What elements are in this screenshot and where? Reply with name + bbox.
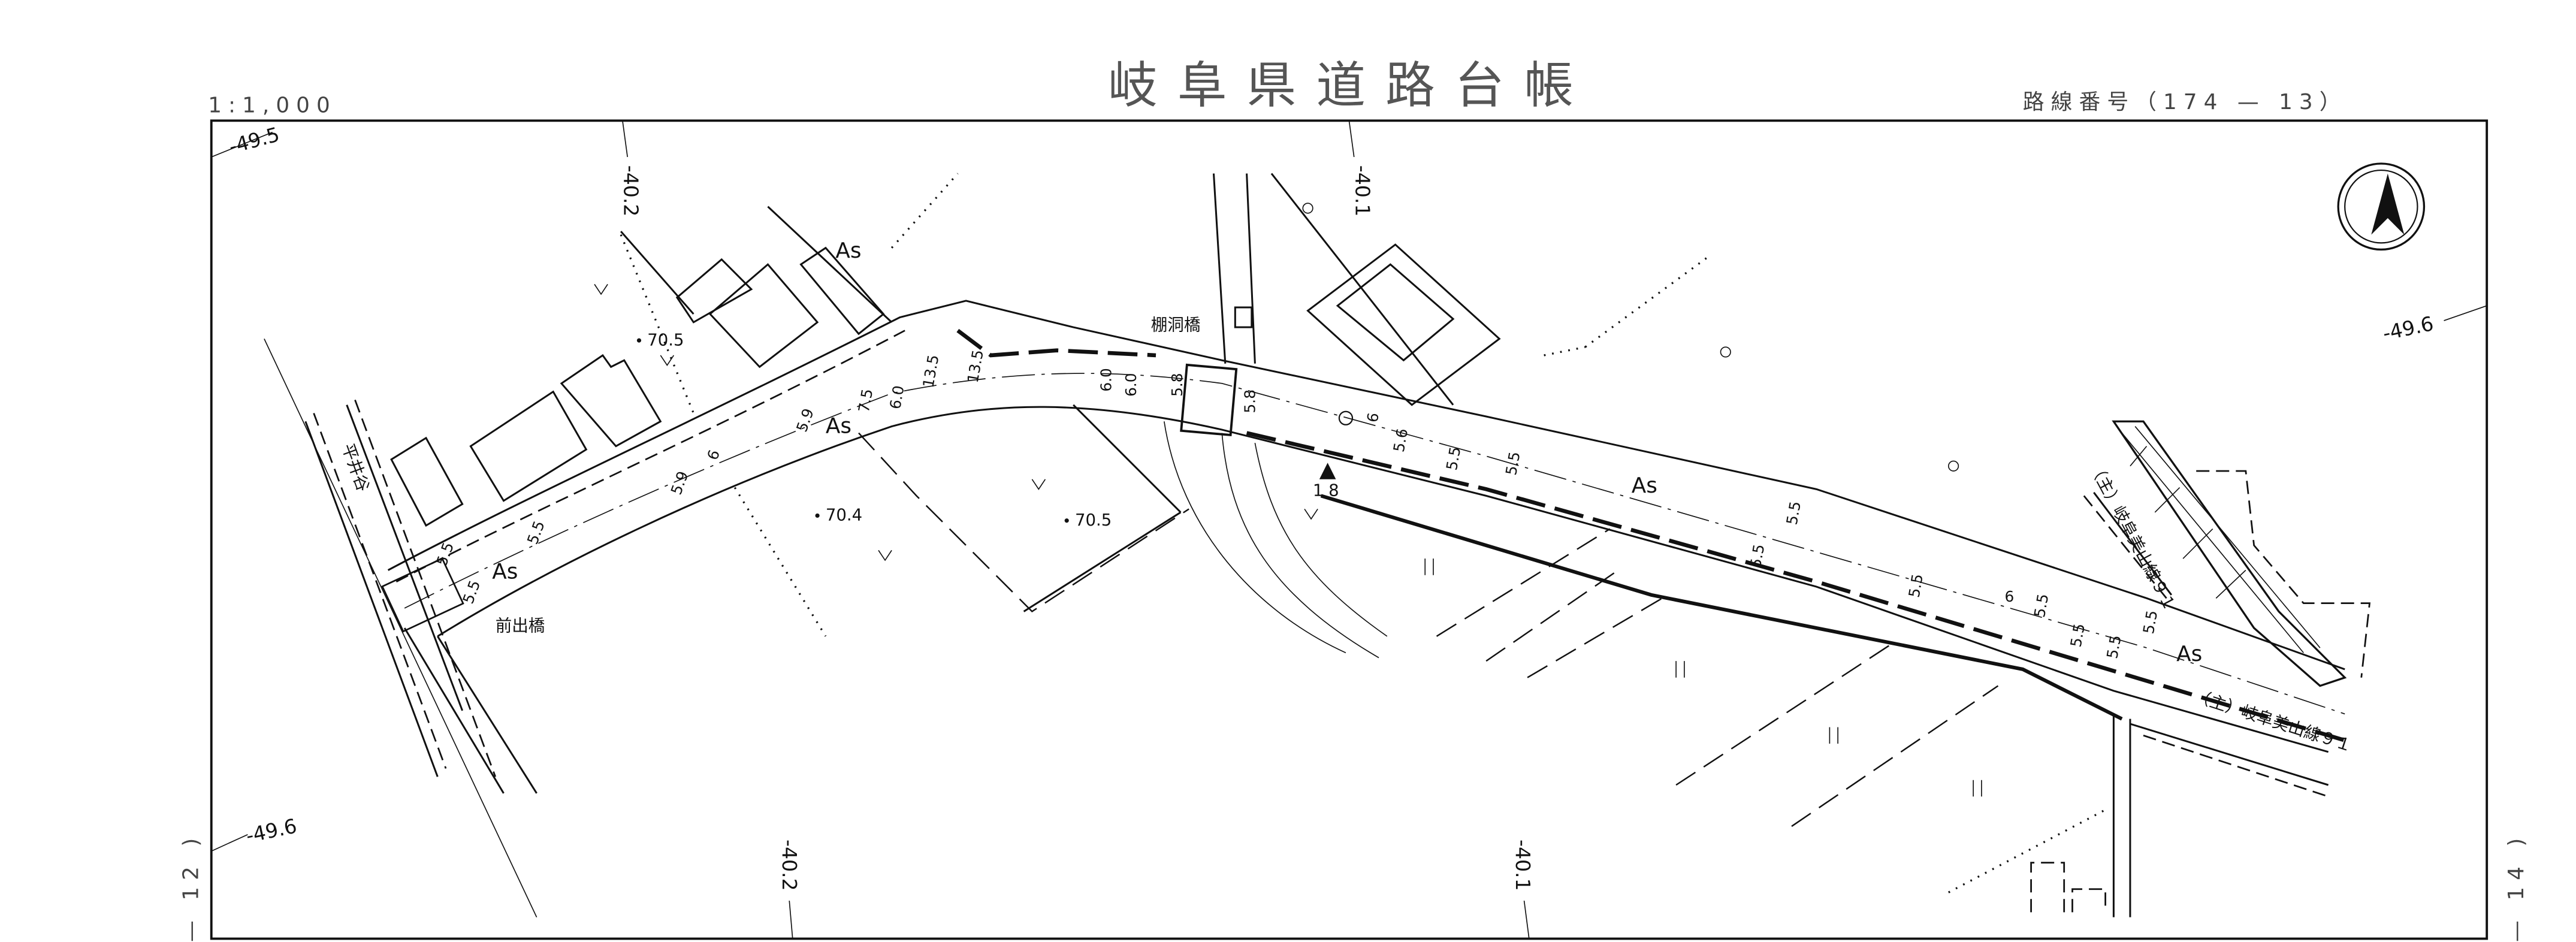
land-use-symbols (594, 203, 1982, 797)
dimension-label: 5.5 (1747, 543, 1768, 569)
stream-label: 平井谷 (338, 441, 373, 494)
grid-label-top-40-2: -40.2 (620, 165, 643, 217)
bridge-tanahora-structure (1180, 363, 1238, 437)
page-title: 岐阜県道路台帳 (1108, 56, 1593, 114)
elevation-label: 70.5 (647, 330, 684, 349)
dimension-labels: 5.5 5.5 5.5 5.9 5.9 6 6.0 13.5 13.5 7.5 … (433, 348, 2161, 660)
dimension-label: 5.5 (2103, 634, 2124, 660)
dimension-label: 6.0 (1098, 368, 1115, 391)
dimension-label: 6 (703, 448, 723, 463)
dimension-label: 5.5 (524, 518, 548, 547)
pavement-label: As (1632, 473, 1657, 498)
marker-number: 1 8 (1313, 481, 1339, 500)
bridge-label-maede: 前出橋 (496, 617, 545, 636)
dimension-label: 5.5 (2031, 593, 2052, 619)
bridge-maede-structure (381, 557, 464, 633)
pavement-label: As (826, 414, 851, 439)
branch-road (2083, 420, 2371, 687)
pavement-label: As (492, 559, 518, 584)
elevation-label: 70.5 (1075, 511, 1112, 530)
dimension-label: 5.9 (668, 469, 692, 497)
grid-label-top-40-1: -40.1 (1351, 165, 1374, 217)
dimension-label: 5.9 (793, 406, 817, 434)
map-frame (210, 119, 2489, 940)
dimension-label: 7.5 (855, 388, 876, 414)
route-label-main: （主）岐阜美山線９１ (2191, 687, 2354, 756)
dimension-label: 5.5 (1443, 445, 1464, 472)
grid-label-left: -49.6 (244, 814, 299, 847)
prev-sheet-label: — 12 ) (179, 832, 204, 942)
route-label-branch: （主）岐阜美山線９１ (2085, 459, 2180, 614)
grid-label-bottom-40-2: -40.2 (778, 840, 801, 891)
dimension-label: 5.5 (1502, 450, 1523, 476)
buildings (390, 173, 2106, 913)
scale-label: 1:1,000 (208, 93, 337, 118)
stream-hiraidani (264, 339, 537, 917)
bridge-label-tanahora: 棚洞橋 (1151, 316, 1201, 335)
dimension-label: 6.0 (1122, 373, 1140, 396)
grid-lines (211, 120, 2487, 939)
next-sheet-label: — 14 ) (2504, 832, 2529, 942)
dimension-label: 5.5 (1783, 500, 1804, 526)
dimension-label: 6 (1364, 411, 1382, 424)
survey-marker-icon (1319, 463, 1336, 479)
dimension-label: 13.5 (919, 354, 942, 389)
pavement-label: As (835, 238, 861, 263)
elevation-label: 70.4 (826, 506, 862, 525)
dimension-label: 5.6 (1390, 427, 1411, 454)
north-arrow-icon (2337, 162, 2426, 251)
main-road (387, 173, 2346, 917)
dimension-label: 5.8 (1241, 390, 1258, 413)
grid-label-right: -49.6 (2381, 312, 2436, 345)
dimension-label: 5.5 (2067, 622, 2088, 648)
dimension-label: 6 (2005, 588, 2015, 605)
survey-point-icon (1338, 410, 1354, 425)
route-number: 路線番号（174 — 13） (2023, 90, 2348, 114)
grid-label-top-left: -49.5 (227, 122, 282, 158)
pavement-label: As (2176, 642, 2202, 666)
dimension-label: 5.8 (1168, 373, 1186, 396)
dimension-label: 5.5 (1905, 573, 1926, 599)
dimension-label: 5.5 (2140, 609, 2161, 635)
grid-label-bottom-40-1: -40.1 (1511, 840, 1535, 891)
dimension-label: 6.0 (886, 384, 907, 410)
